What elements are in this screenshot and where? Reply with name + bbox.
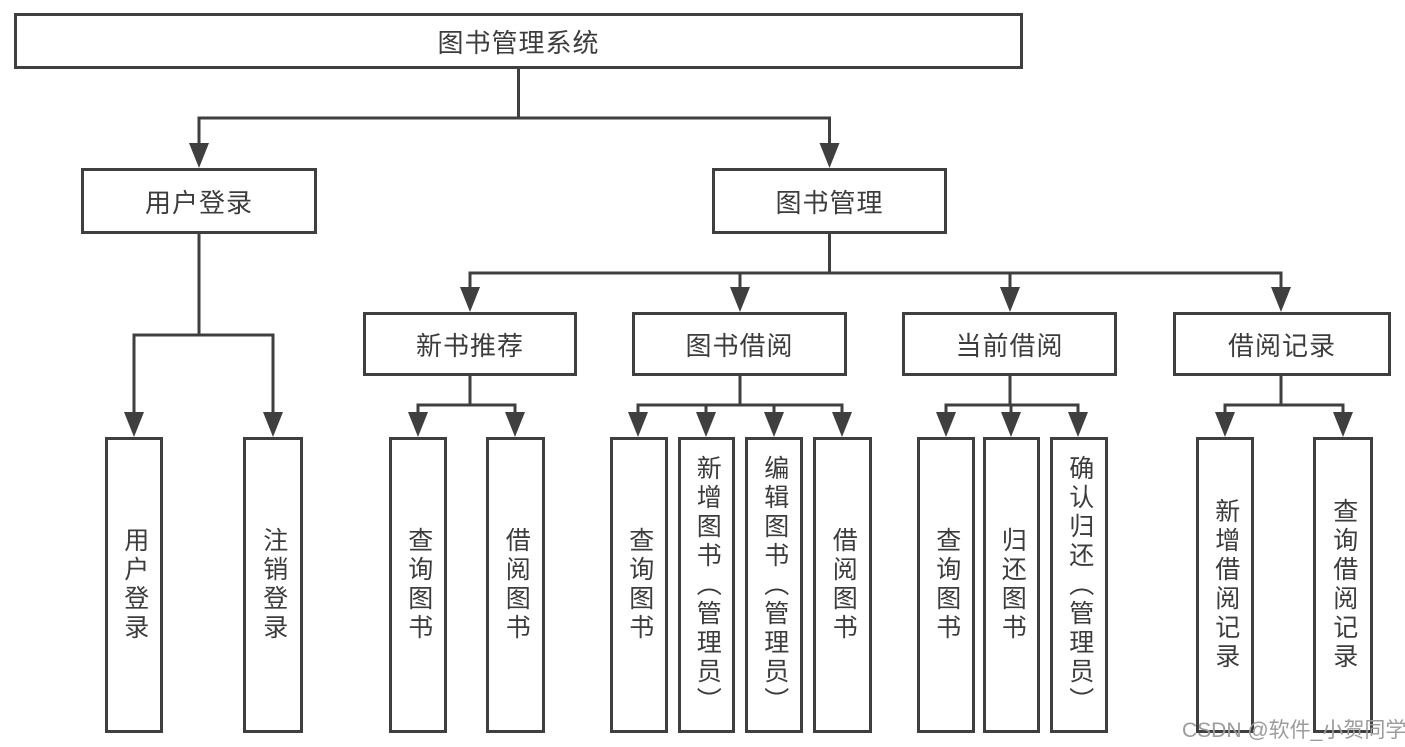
node-label: 查询图书 bbox=[625, 527, 654, 643]
node-label: 借阅图书 bbox=[829, 527, 858, 643]
node-current-borrowing: 当前借阅 bbox=[902, 312, 1117, 376]
leaf-user-login: 用户登录 bbox=[105, 437, 163, 733]
leaf-return-books: 归还图书 bbox=[983, 437, 1040, 733]
node-library-management-system: 图书管理系统 bbox=[14, 13, 1023, 69]
node-label: 用户登录 bbox=[120, 527, 149, 643]
leaf-query-books-recommend: 查询图书 bbox=[389, 437, 447, 733]
node-label: 编辑图书（管理员） bbox=[760, 454, 789, 716]
node-label: 图书管理 bbox=[775, 187, 884, 218]
node-new-book-recommendation: 新书推荐 bbox=[363, 312, 577, 376]
node-user-login: 用户登录 bbox=[81, 168, 317, 234]
node-label: 查询借阅记录 bbox=[1329, 498, 1358, 672]
node-book-borrowing: 图书借阅 bbox=[632, 312, 847, 376]
leaf-query-books-current: 查询图书 bbox=[917, 437, 975, 733]
leaf-add-books-admin: 新增图书（管理员） bbox=[678, 437, 735, 733]
node-label: 新增借阅记录 bbox=[1211, 498, 1240, 672]
leaf-borrow-books-recommend: 借阅图书 bbox=[486, 437, 545, 733]
node-label: 归还图书 bbox=[998, 527, 1027, 643]
leaf-borrow-books-borrowing: 借阅图书 bbox=[813, 437, 872, 733]
node-book-management: 图书管理 bbox=[712, 168, 947, 234]
node-borrowing-records: 借阅记录 bbox=[1173, 312, 1391, 376]
node-label: 用户登录 bbox=[144, 187, 253, 218]
node-label: 注销登录 bbox=[259, 527, 288, 643]
node-label: 新书推荐 bbox=[415, 330, 524, 361]
node-label: 确认归还（管理员） bbox=[1065, 454, 1094, 716]
node-label: 当前借阅 bbox=[955, 330, 1064, 361]
watermark-csdn: CSDN @软件_小贺同学 bbox=[1182, 719, 1405, 742]
leaf-logout: 注销登录 bbox=[243, 437, 303, 733]
node-label: 新增图书（管理员） bbox=[693, 454, 722, 716]
node-label: 查询图书 bbox=[404, 527, 433, 643]
node-label: 图书管理系统 bbox=[437, 27, 600, 58]
leaf-query-borrow-record: 查询借阅记录 bbox=[1313, 437, 1373, 733]
node-label: 查询图书 bbox=[932, 527, 961, 643]
leaf-confirm-return-admin: 确认归还（管理员） bbox=[1050, 437, 1108, 733]
leaf-edit-books-admin: 编辑图书（管理员） bbox=[745, 437, 803, 733]
node-label: 借阅图书 bbox=[502, 527, 531, 643]
leaf-add-borrow-record: 新增借阅记录 bbox=[1196, 437, 1254, 733]
node-label: 图书借阅 bbox=[685, 330, 794, 361]
leaf-query-books-borrowing: 查询图书 bbox=[610, 437, 668, 733]
node-label: 借阅记录 bbox=[1227, 330, 1336, 361]
